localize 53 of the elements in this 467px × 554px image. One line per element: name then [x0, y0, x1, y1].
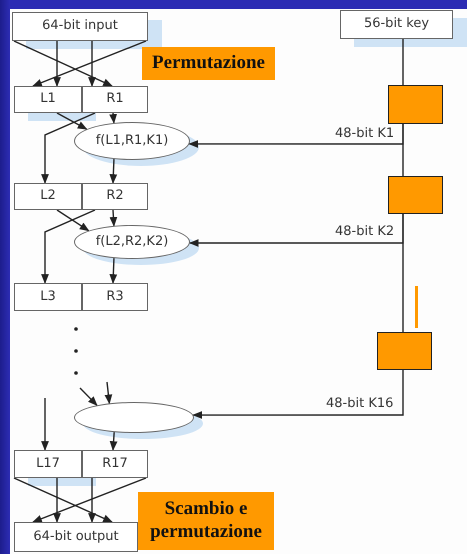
arrow	[80, 388, 98, 406]
arrow	[88, 41, 96, 87]
arrow	[188, 124, 404, 148]
block-box	[14, 283, 82, 311]
node-label: 64-bit output	[33, 530, 119, 544]
arrow	[104, 382, 112, 404]
arrow	[32, 40, 146, 87]
arrow	[109, 159, 118, 184]
arrow	[14, 40, 113, 87]
block-box	[82, 86, 148, 113]
node-label: R17	[102, 456, 128, 472]
key-schedule-box	[388, 176, 443, 214]
block-box	[82, 183, 148, 210]
note-label: Permutazione	[142, 47, 275, 80]
arrow	[109, 258, 118, 284]
node-label: R1	[106, 92, 124, 107]
node-label: f(L2,R2,K2)	[96, 234, 168, 250]
node-label: R2	[106, 189, 124, 204]
block-box	[14, 450, 82, 478]
arrow	[53, 41, 61, 87]
node-label: f(L1,R1,K1)	[96, 134, 168, 148]
arrow	[41, 398, 49, 451]
key-schedule-box	[388, 85, 443, 124]
arrow	[188, 214, 404, 247]
note-label: Scambio e permutazione	[138, 492, 274, 550]
connector-line	[402, 39, 404, 85]
node-label: R3	[106, 290, 124, 304]
arrow	[192, 370, 404, 419]
arrow	[109, 112, 118, 124]
node-label: 64-bit input	[42, 19, 118, 34]
arrow	[56, 209, 90, 232]
block-box	[14, 183, 82, 210]
arrow	[32, 477, 146, 523]
node-label: L3	[40, 290, 56, 304]
block-box	[12, 12, 148, 41]
node-label: 56-bit key	[364, 17, 430, 32]
block-box	[14, 86, 82, 113]
arrow	[110, 210, 118, 227]
arrow	[56, 112, 88, 130]
block-box	[82, 450, 148, 478]
arrow	[14, 477, 113, 523]
key-schedule-box	[377, 332, 432, 370]
arrow	[53, 478, 61, 523]
node-label: L2	[40, 189, 56, 204]
node-label: L1	[40, 92, 56, 107]
block-box	[340, 10, 453, 39]
arrow	[110, 432, 118, 451]
block-box	[14, 522, 138, 552]
arrow	[41, 209, 96, 284]
arrow	[88, 478, 96, 523]
arrow	[41, 112, 96, 184]
node-label: L17	[36, 456, 60, 472]
block-box	[82, 283, 148, 311]
